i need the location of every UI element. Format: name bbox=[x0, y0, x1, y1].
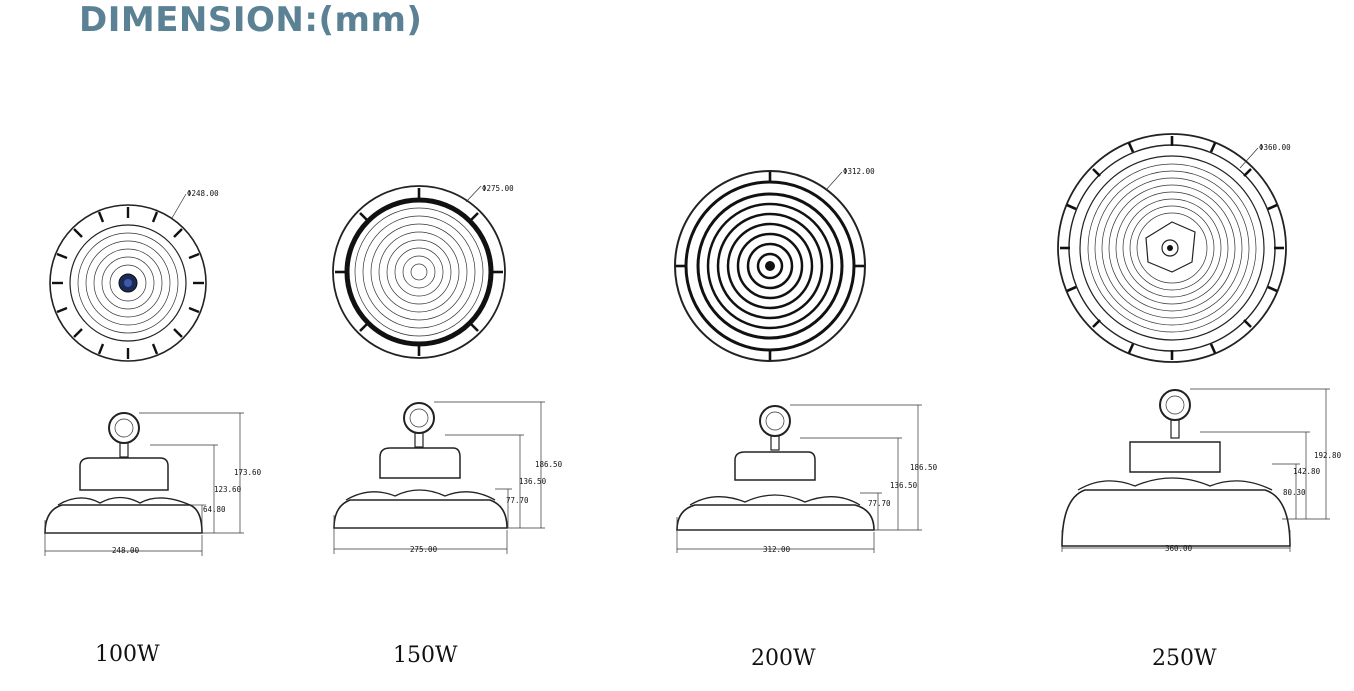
diameter-label-100w: Φ248.00 bbox=[187, 189, 219, 198]
width-label-100w: 248.00 bbox=[112, 546, 140, 555]
height-body-250w: 142.80 bbox=[1293, 467, 1321, 476]
model-150w: Φ275.00 186.50 136.50 77.7 bbox=[332, 184, 563, 668]
width-label-150w: 275.00 bbox=[410, 545, 438, 554]
page-title: DIMENSION:(mm) bbox=[79, 0, 423, 40]
height-base-100w: 64.80 bbox=[203, 505, 226, 514]
side-view-200w: 186.50 136.50 77.70 312.00 bbox=[676, 404, 938, 554]
height-base-150w: 77.70 bbox=[506, 496, 529, 505]
model-250w: Φ360.00 192.80 142.80 80.3 bbox=[1057, 133, 1342, 671]
top-view-250w: Φ360.00 bbox=[1057, 133, 1291, 363]
height-body-200w: 136.50 bbox=[890, 481, 918, 490]
height-total-200w: 186.50 bbox=[910, 463, 938, 472]
wattage-label-100w: 100W bbox=[95, 642, 160, 667]
diameter-label-200w: Φ312.00 bbox=[843, 167, 875, 176]
model-200w: Φ312.00 186.50 136.50 77.7 bbox=[674, 167, 938, 671]
model-100w: Φ248.00 173.60 123.60 64.8 bbox=[44, 189, 262, 667]
top-view-100w: Φ248.00 bbox=[49, 189, 219, 362]
top-view-150w: Φ275.00 bbox=[332, 184, 514, 359]
height-body-150w: 136.50 bbox=[519, 477, 547, 486]
height-base-200w: 77.70 bbox=[868, 499, 891, 508]
height-body-100w: 123.60 bbox=[214, 485, 242, 494]
side-view-100w: 173.60 123.60 64.80 248.00 bbox=[44, 412, 262, 556]
wattage-label-200w: 200W bbox=[751, 646, 816, 671]
height-total-100w: 173.60 bbox=[234, 468, 262, 477]
top-view-200w: Φ312.00 bbox=[674, 167, 875, 362]
side-view-150w: 186.50 136.50 77.70 275.00 bbox=[333, 401, 563, 554]
diameter-label-250w: Φ360.00 bbox=[1259, 143, 1291, 152]
height-total-150w: 186.50 bbox=[535, 460, 563, 469]
width-label-250w: 360.00 bbox=[1165, 544, 1193, 553]
width-label-200w: 312.00 bbox=[763, 545, 791, 554]
diameter-label-150w: Φ275.00 bbox=[482, 184, 514, 193]
side-view-250w: 192.80 142.80 80.30 360.00 bbox=[1061, 388, 1342, 553]
height-base-250w: 80.30 bbox=[1283, 488, 1306, 497]
wattage-label-250w: 250W bbox=[1152, 646, 1217, 671]
height-total-250w: 192.80 bbox=[1314, 451, 1342, 460]
wattage-label-150w: 150W bbox=[393, 643, 458, 668]
